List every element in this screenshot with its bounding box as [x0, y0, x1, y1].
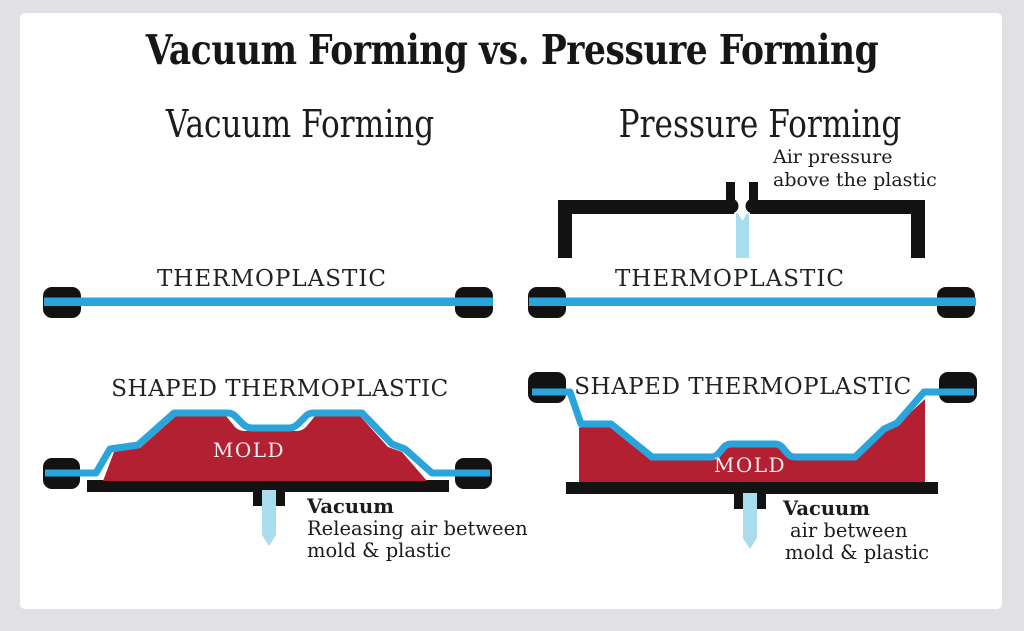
- air-inlet-tube: [736, 213, 749, 258]
- right-thermoplastic-sheet: [529, 297, 976, 306]
- right-shaped-plastic-sheet: [532, 388, 974, 461]
- pressure-bar-left: [558, 200, 734, 214]
- pressure-forming-heading: Pressure Forming: [618, 102, 902, 146]
- right-mold-base: [566, 482, 938, 494]
- right-shaped-thermoplastic-label: SHAPED THERMOPLASTIC: [574, 374, 912, 400]
- left-vacuum-line2: mold & plastic: [307, 539, 452, 562]
- air-pressure-line2: above the plastic: [773, 168, 937, 191]
- left-flat-sheet: [43, 287, 493, 318]
- air-inlet-tube-notch: [738, 213, 747, 221]
- pressure-leg-left: [558, 200, 572, 258]
- right-thermoplastic-label: THERMOPLASTIC: [614, 266, 846, 292]
- right-vacuum-line2: mold & plastic: [785, 541, 930, 564]
- right-vacuum-callout: Vacuum air between mold & plastic: [783, 498, 929, 564]
- right-shaped-assembly: [528, 372, 977, 549]
- left-shaped-plastic-sheet: [45, 409, 490, 477]
- left-thermoplastic-label: THERMOPLASTIC: [156, 266, 388, 292]
- pressure-inlet-stub-right: [749, 182, 758, 204]
- pressure-leg-right: [911, 200, 925, 258]
- left-vacuum-tube: [262, 490, 276, 546]
- left-vacuum-title: Vacuum: [307, 495, 394, 518]
- right-vacuum-tube: [743, 493, 757, 549]
- left-vacuum-line1: Releasing air between: [307, 517, 528, 540]
- right-flat-sheet: [528, 287, 976, 318]
- right-mold-label: MOLD: [713, 453, 787, 477]
- vacuum-forming-heading: Vacuum Forming: [165, 102, 435, 146]
- left-shaped-thermoplastic-label: SHAPED THERMOPLASTIC: [111, 376, 449, 402]
- left-vacuum-callout: Vacuum Releasing air between mold & plas…: [307, 496, 528, 562]
- right-mold-clamp-right: [939, 372, 977, 403]
- pressure-box: [558, 182, 925, 258]
- right-mold-clamp-left: [528, 372, 566, 403]
- left-mold-base: [87, 480, 449, 492]
- air-pressure-line1: Air pressure: [773, 146, 893, 168]
- pressure-inlet-knob-right: [745, 198, 761, 214]
- right-vacuum-title: Vacuum: [783, 497, 870, 520]
- diagram-panel: [20, 13, 1002, 609]
- right-vacuum-line1: air between: [790, 519, 908, 542]
- left-shaped-assembly: [43, 409, 492, 546]
- right-mold-body: [579, 399, 925, 482]
- left-mold-body: [103, 416, 427, 481]
- page-title: Vacuum Forming vs. Pressure Forming: [145, 26, 879, 74]
- pressure-bar-right: [750, 200, 925, 214]
- left-mold-label: MOLD: [212, 438, 286, 462]
- left-thermoplastic-sheet: [44, 297, 493, 306]
- pressure-inlet-stub-left: [726, 182, 735, 204]
- pressure-inlet-knob-left: [723, 198, 739, 214]
- air-pressure-callout: Air pressure above the plastic: [773, 146, 937, 191]
